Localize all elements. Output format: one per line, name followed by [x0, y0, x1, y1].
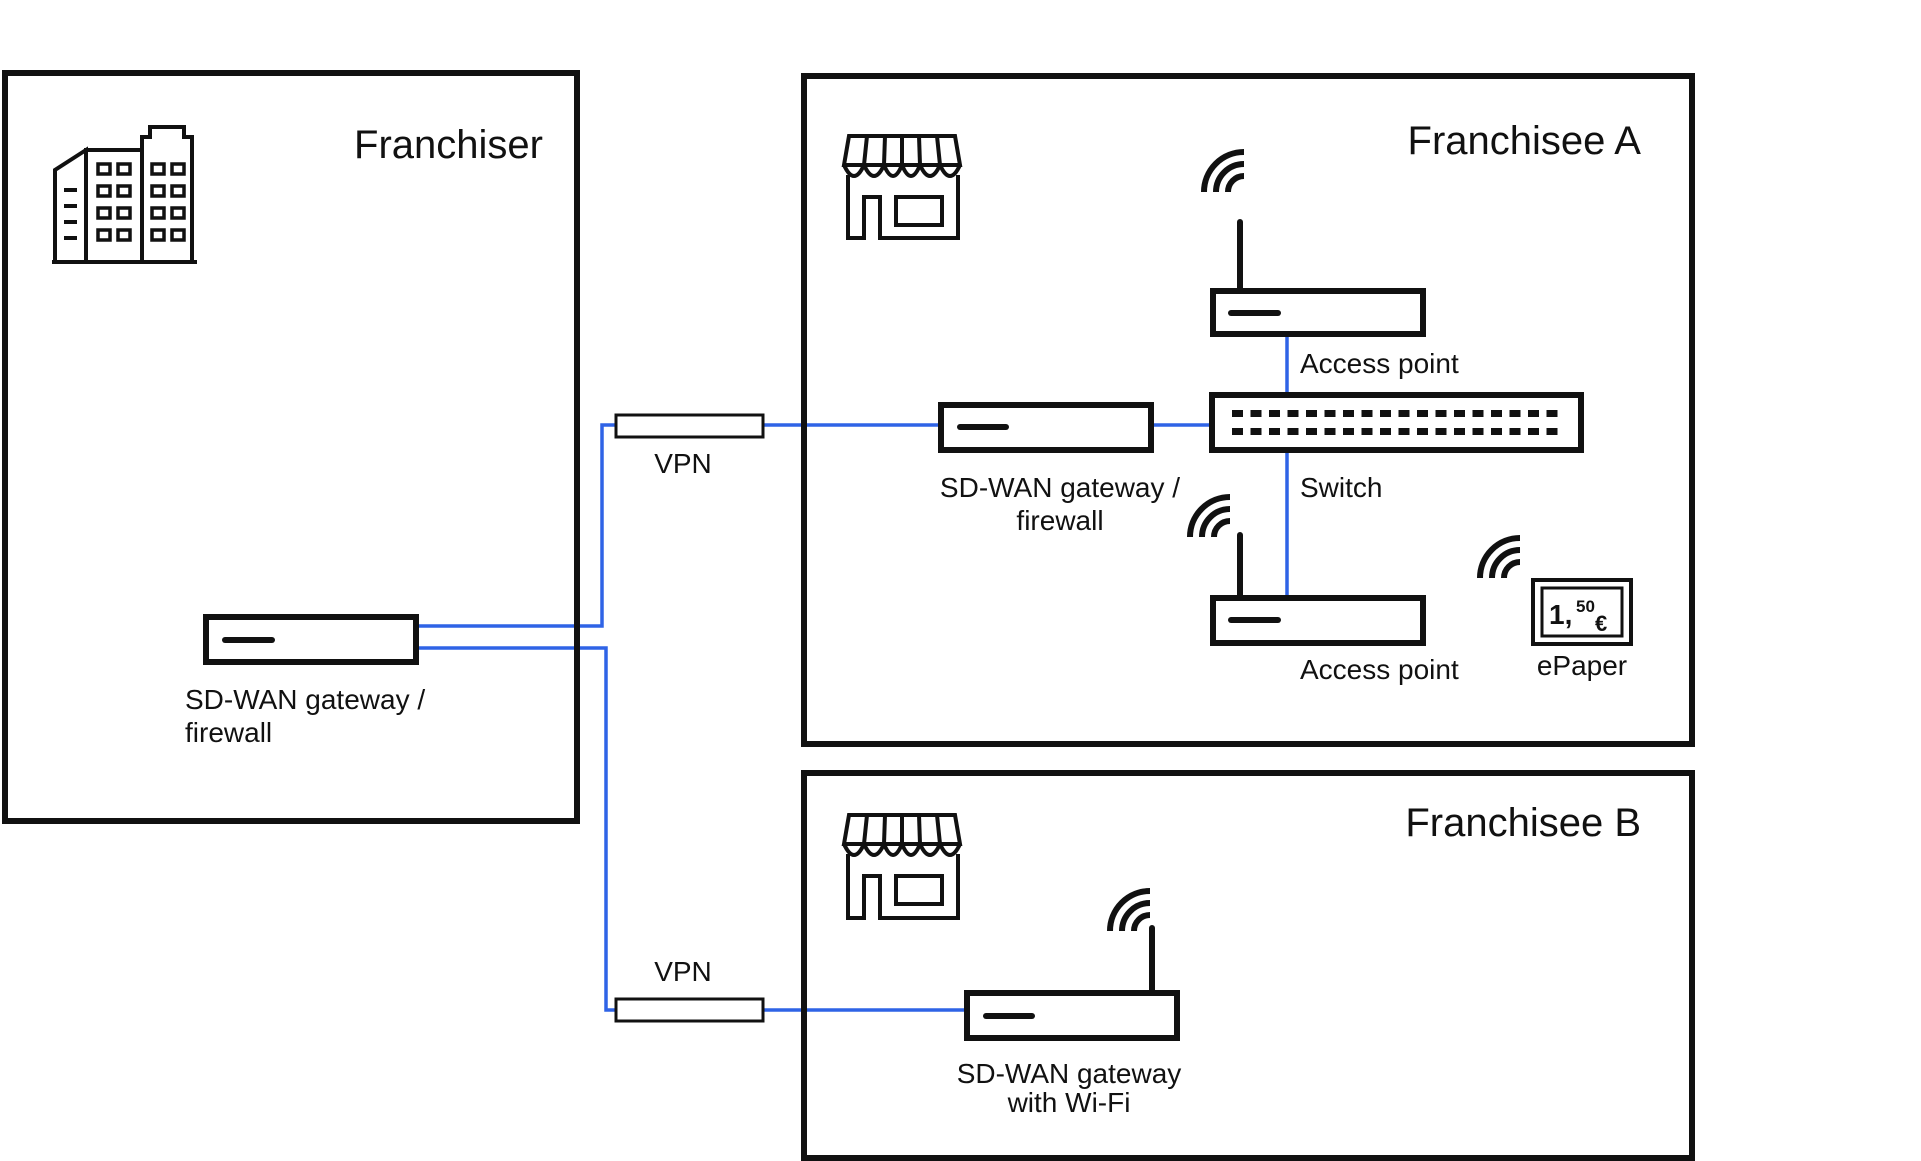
franchisee-a-title: Franchisee A [1408, 119, 1642, 163]
switch-port [1324, 428, 1336, 435]
franchiser-zone: Franchiser [2, 70, 580, 824]
switch-port [1509, 428, 1521, 435]
switch-port [1306, 410, 1317, 417]
franchisee-b-zone-border [801, 770, 1695, 1161]
franchiser-zone-border [2, 70, 580, 824]
access-point-top-label: Access point [1300, 348, 1459, 379]
switch-port [1380, 410, 1391, 417]
switch-port [1454, 428, 1465, 435]
switch-port [1250, 410, 1262, 417]
connection-lines [416, 334, 1289, 1012]
switch-port [1417, 428, 1428, 435]
franchiser-sdwan-gateway [203, 614, 419, 665]
franchisee-a-zone-border [801, 73, 1695, 747]
switch-ports [1232, 410, 1558, 435]
franchiser-gateway-label-line2: firewall [185, 717, 272, 748]
switch-port [1269, 428, 1280, 435]
office-building-icon [52, 125, 197, 264]
wifi-icon [1187, 494, 1231, 538]
vpn-b-label: VPN [654, 956, 712, 987]
switch-port [1343, 410, 1354, 417]
franchisee-b-title: Franchisee B [1405, 801, 1641, 845]
epaper-price-tag-icon: 1, 50 € [1531, 578, 1633, 646]
switch-port [1380, 428, 1391, 435]
switch-port [1491, 410, 1502, 417]
switch-label: Switch [1300, 472, 1382, 503]
switch-port [1491, 428, 1502, 435]
switch-port [1435, 410, 1447, 417]
storefront-icon [841, 134, 963, 240]
franchisee-a-gateway-label-line1: SD-WAN gateway / [940, 472, 1180, 503]
franchisee-b-sdwan-gateway-wifi [964, 888, 1180, 1041]
link-franchiser-to-vpn-b [416, 646, 616, 1012]
franchiser-title: Franchiser [354, 123, 543, 167]
switch-port [1454, 410, 1465, 417]
epaper-price-main: 1, [1549, 599, 1572, 630]
franchisee-b-gateway-label-line1: SD-WAN gateway [957, 1058, 1182, 1089]
access-point-top [1201, 149, 1426, 337]
switch-port [1287, 428, 1299, 435]
switch-port [1398, 428, 1410, 435]
access-point-bottom-label: Access point [1300, 654, 1459, 685]
wifi-icon [1107, 888, 1151, 932]
vpn-a-label: VPN [654, 448, 712, 479]
switch-port [1269, 410, 1280, 417]
vpn-tunnel-b [614, 997, 765, 1023]
franchiser-gateway-label-line1: SD-WAN gateway / [185, 684, 425, 715]
switch-port [1398, 410, 1410, 417]
epaper-label: ePaper [1537, 650, 1627, 681]
switch-port [1287, 410, 1299, 417]
switch-port [1250, 428, 1262, 435]
vpn-tunnel-a [614, 413, 765, 439]
franchisee-b-gateway-label-line2: with Wi-Fi [1007, 1087, 1131, 1118]
switch-port [1546, 428, 1558, 435]
epaper-device: 1, 50 € [1477, 535, 1633, 646]
switch-port [1343, 428, 1354, 435]
switch-port [1509, 410, 1521, 417]
switch-port [1435, 428, 1447, 435]
switch-port [1472, 428, 1484, 435]
network-switch [1209, 392, 1584, 453]
wifi-icon [1477, 535, 1521, 579]
switch-port [1306, 428, 1317, 435]
switch-port [1528, 428, 1539, 435]
switch-port [1232, 410, 1243, 417]
switch-port [1232, 428, 1243, 435]
access-point-bottom [1187, 494, 1426, 646]
franchisee-a-sdwan-gateway [938, 402, 1154, 453]
switch-port [1324, 410, 1336, 417]
switch-port [1361, 428, 1373, 435]
wifi-icon [1201, 149, 1245, 193]
switch-port [1472, 410, 1484, 417]
switch-port [1361, 410, 1373, 417]
epaper-price-cents: 50 [1576, 597, 1595, 616]
link-franchiser-to-vpn-a [416, 423, 616, 628]
franchisee-a-zone: Franchisee A SD-WAN gateway / firewall [801, 73, 1695, 747]
switch-port [1417, 410, 1428, 417]
franchisee-b-zone: Franchisee B SD-WAN gateway with Wi [801, 770, 1695, 1161]
epaper-price-currency: € [1595, 611, 1607, 636]
storefront-icon [841, 813, 963, 920]
switch-port [1546, 410, 1558, 417]
franchisee-a-gateway-label-line2: firewall [1016, 505, 1103, 536]
switch-port [1528, 410, 1539, 417]
